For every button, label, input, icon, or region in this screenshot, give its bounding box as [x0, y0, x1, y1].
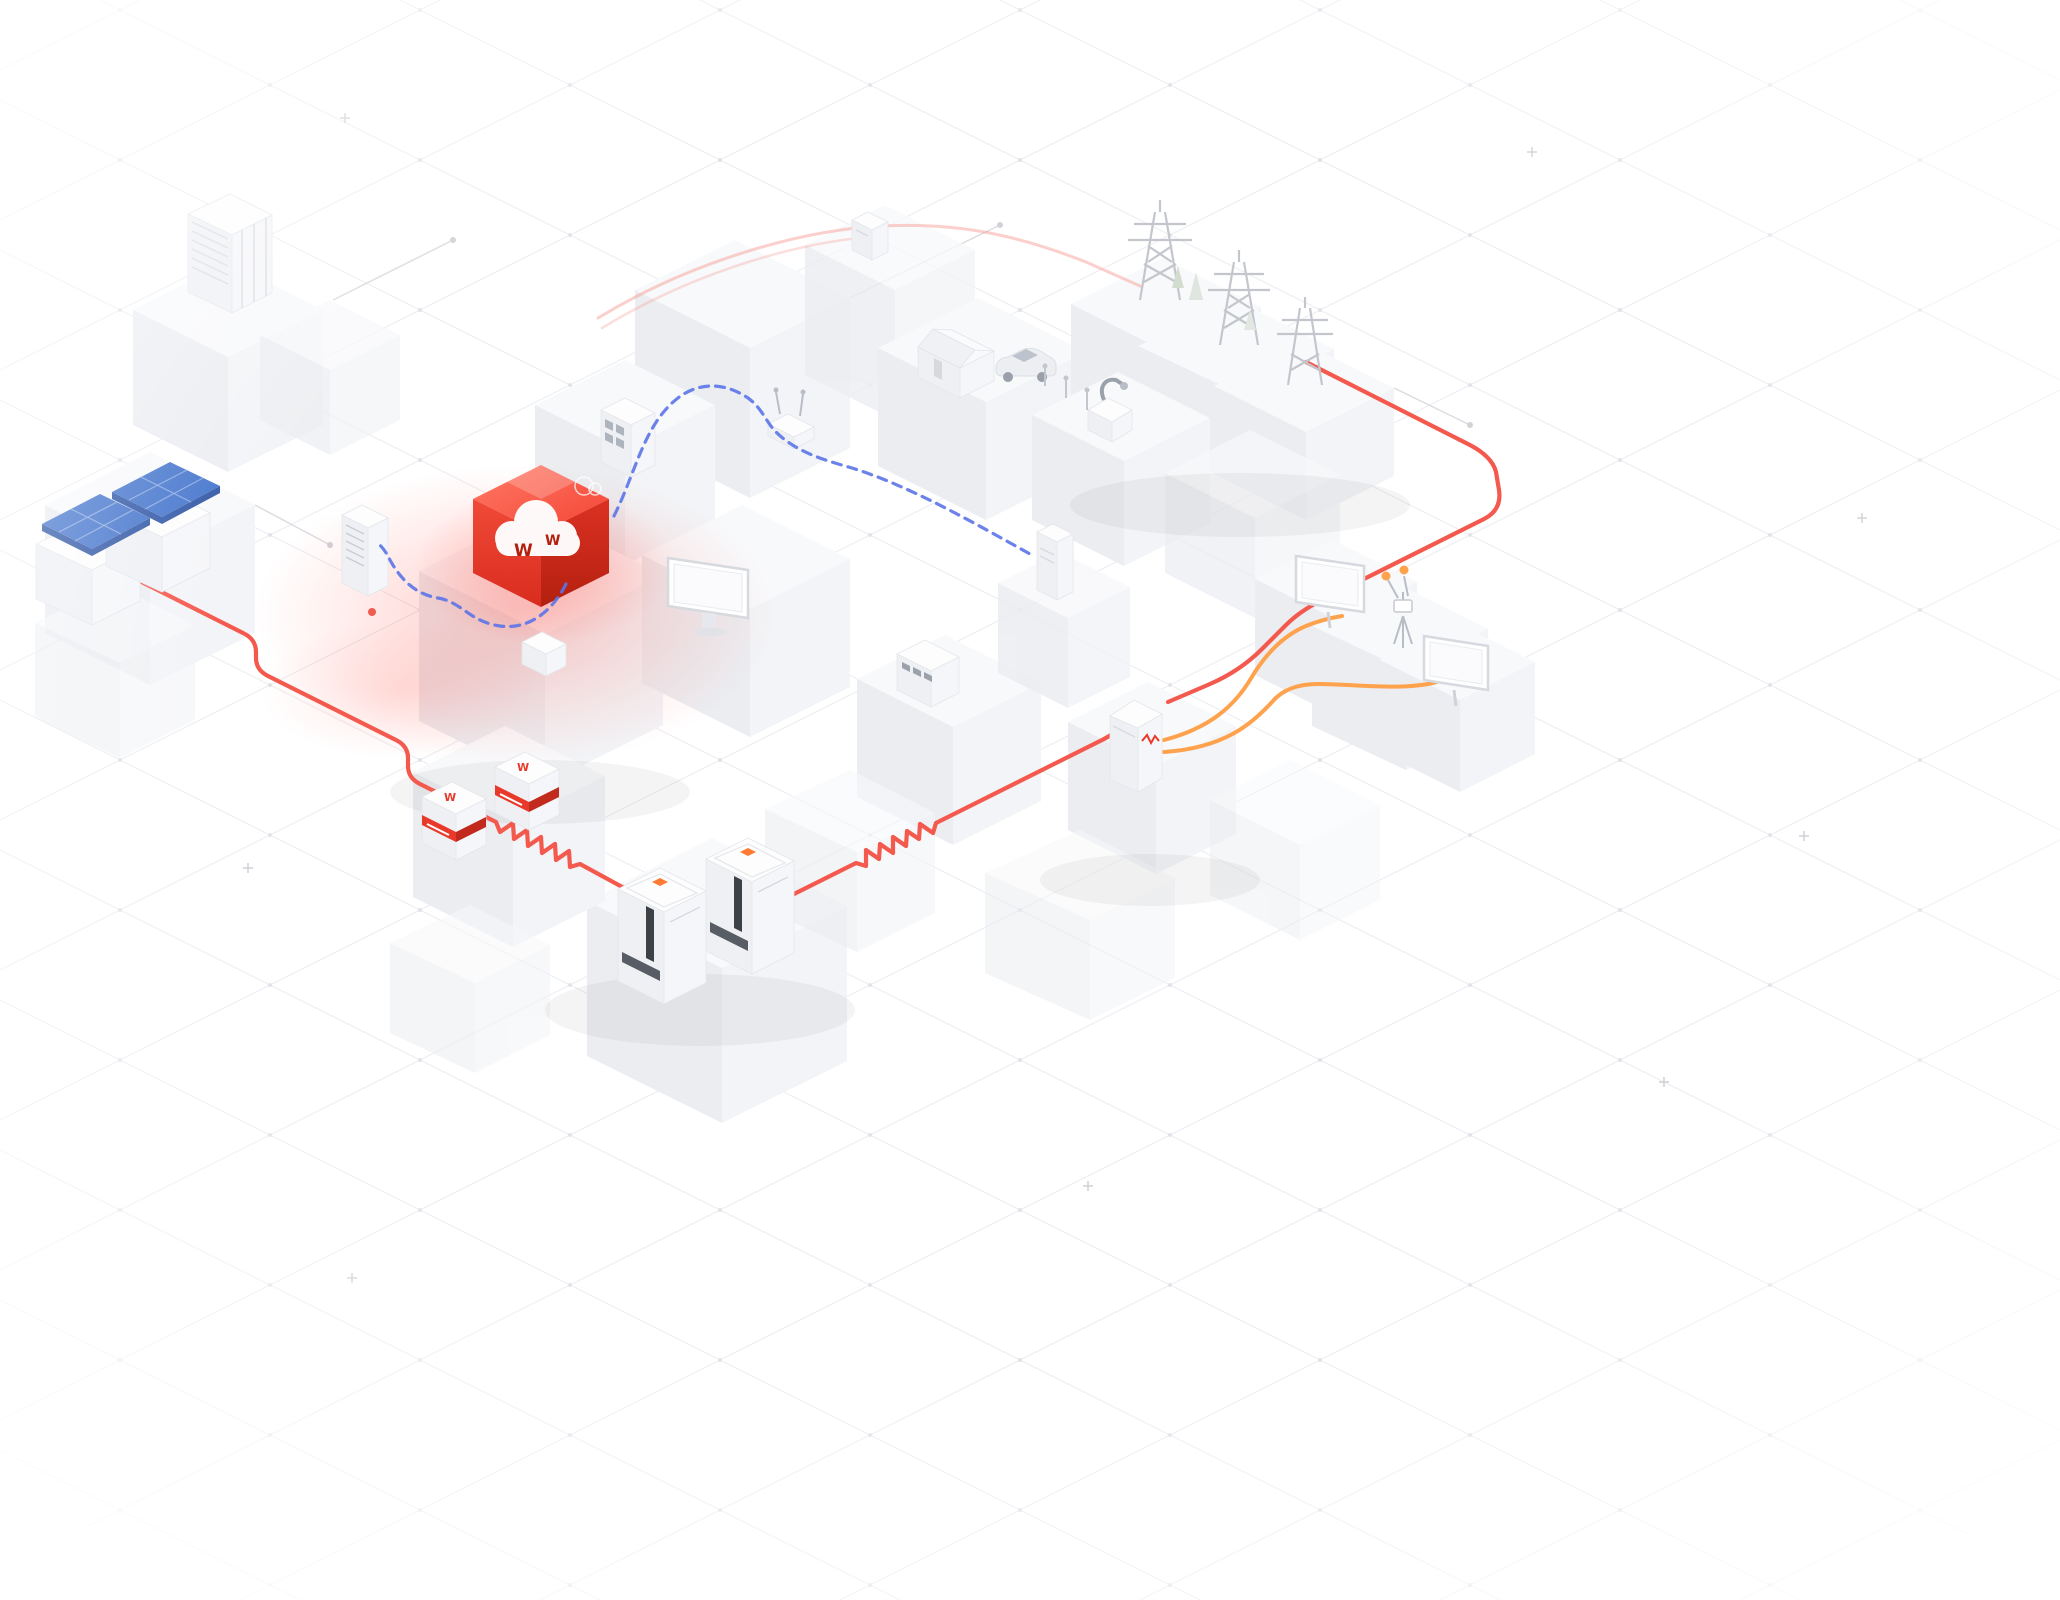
scene-canvas: W W — [0, 0, 2060, 1600]
illustration-stage: W W — [0, 0, 2060, 1600]
edge-vignette — [0, 0, 2060, 1600]
